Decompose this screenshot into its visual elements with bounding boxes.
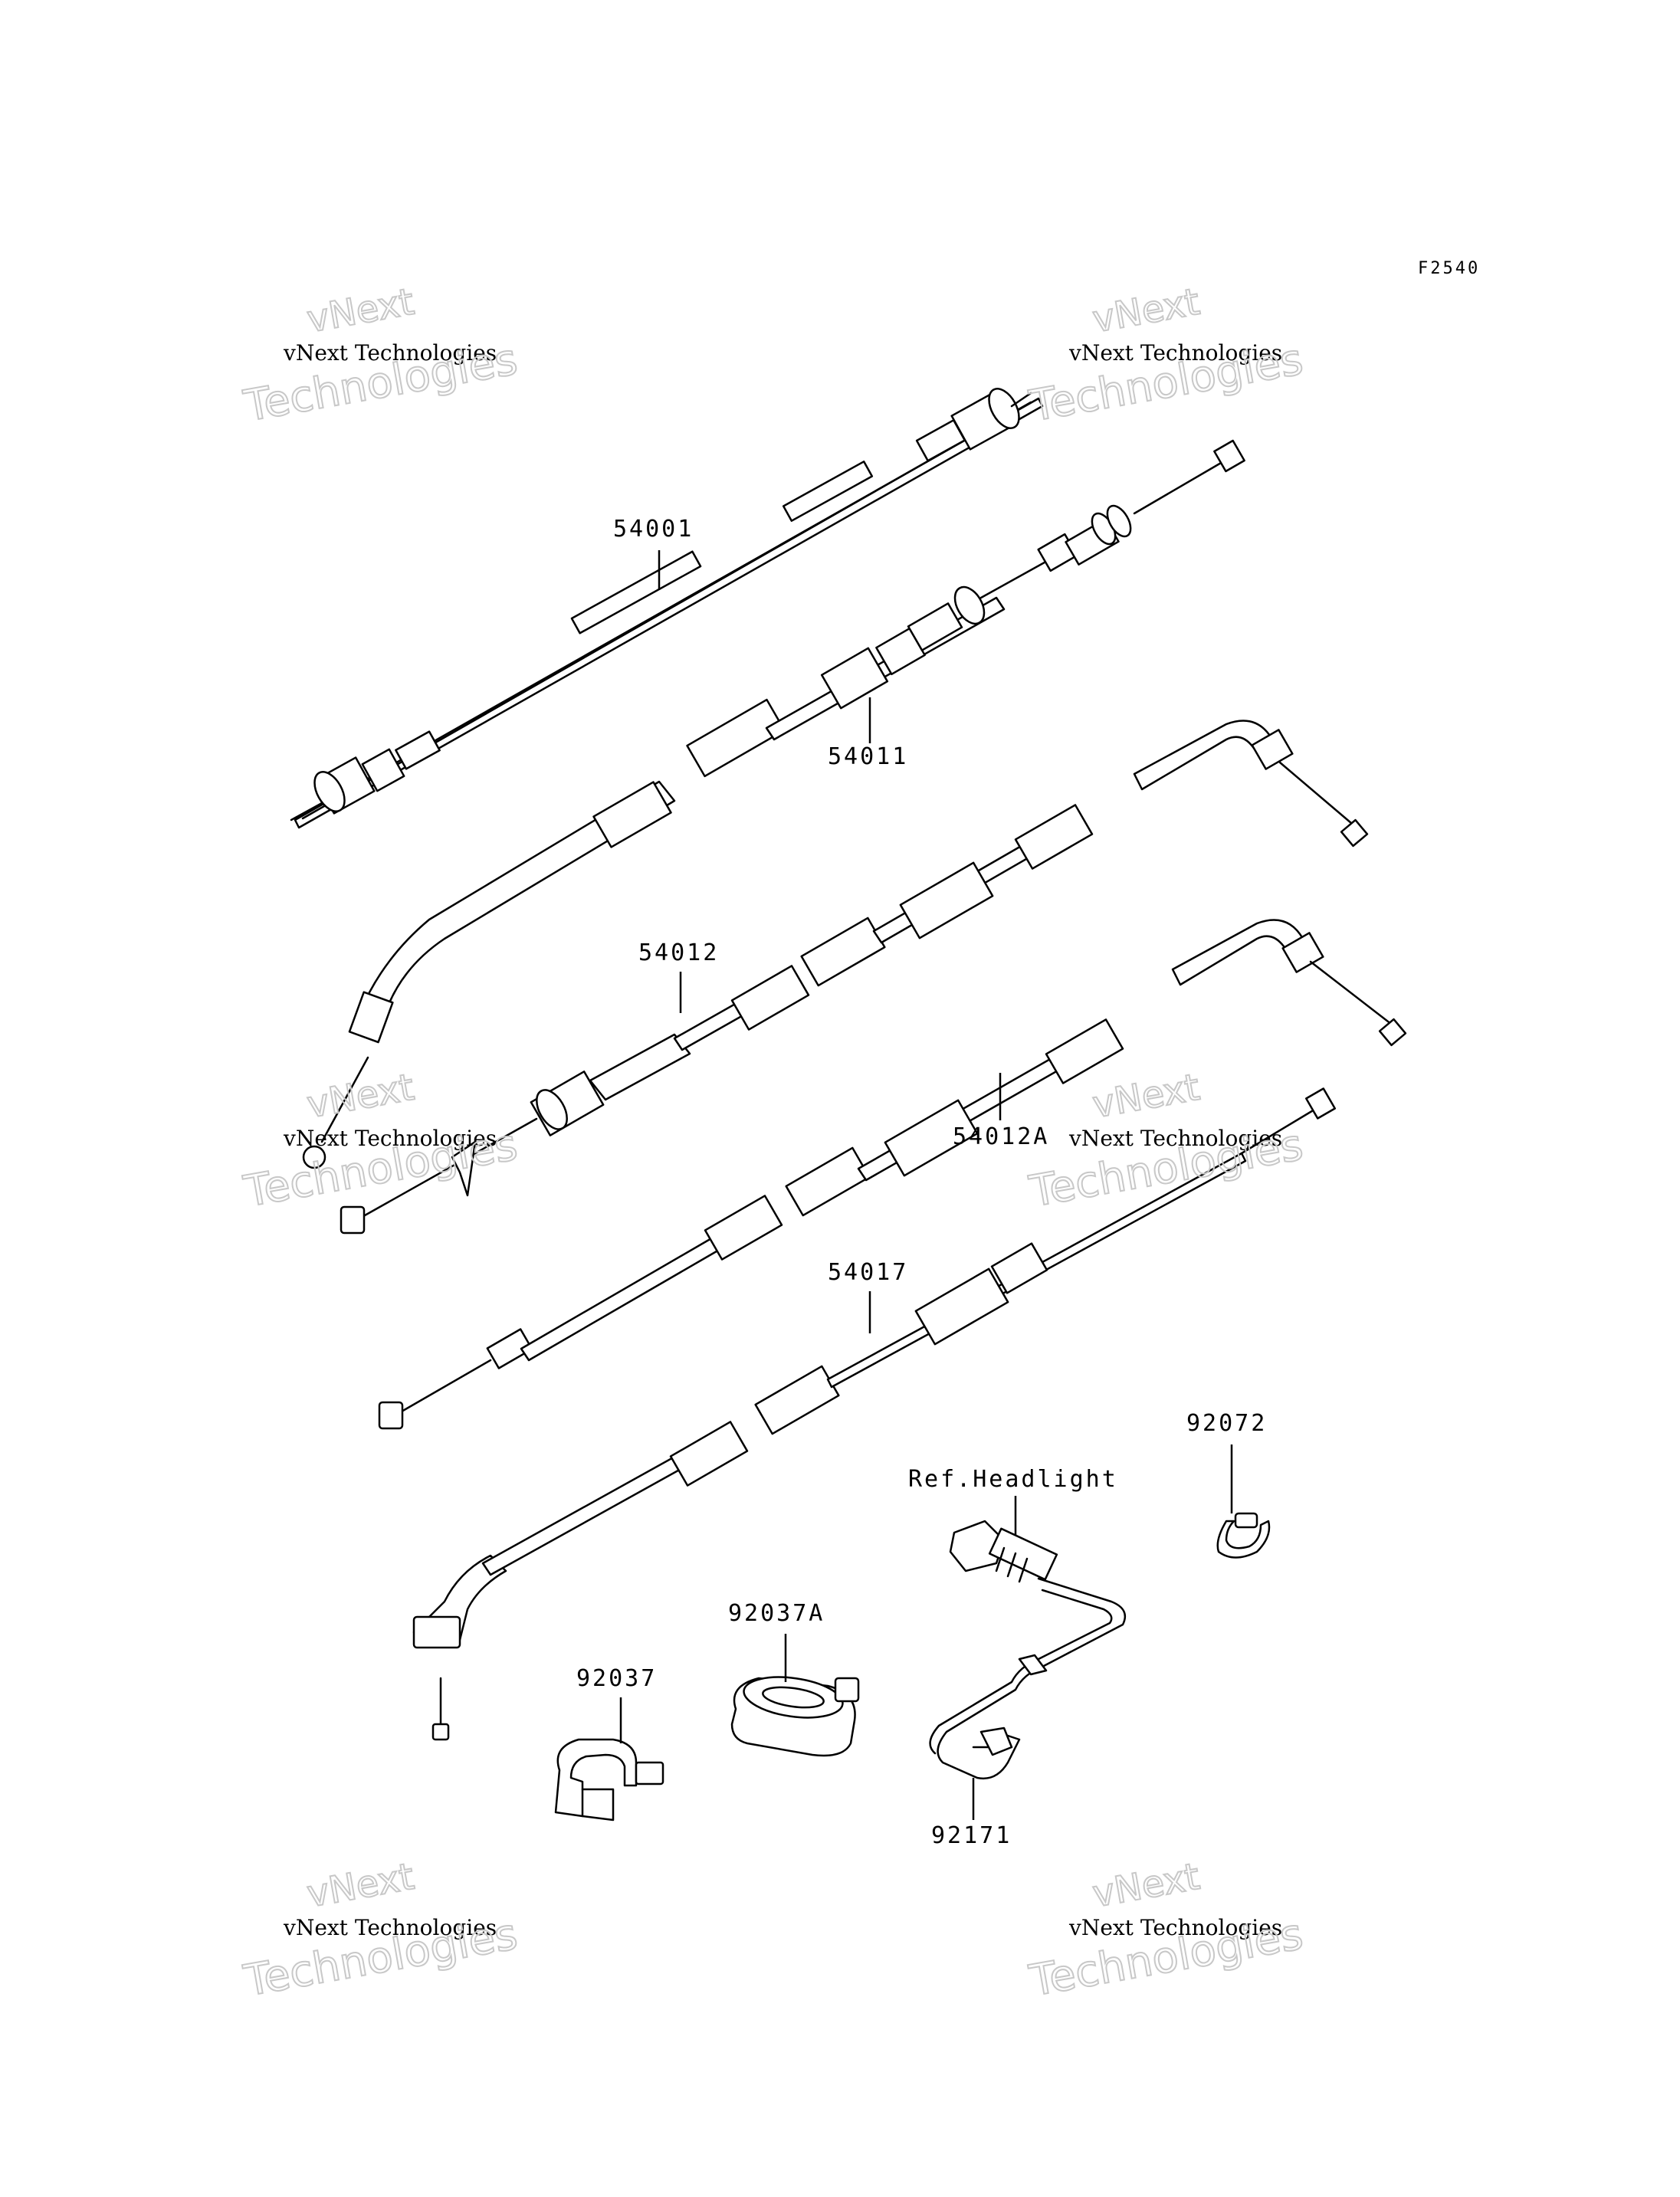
figure-code: F2540 [1418,259,1480,278]
svg-text:vNext: vNext [1090,1066,1203,1127]
grommet-92037A[interactable] [730,1671,860,1757]
cable-54012[interactable] [340,720,1369,1235]
svg-text:vNext: vNext [304,280,418,342]
watermark-6: vNext vNext Technologies Technologies [1025,1854,1308,2007]
bolt-headlight[interactable] [949,1520,1058,1583]
svg-text:vNext Technologies: vNext Technologies [283,1126,497,1151]
cable-54001[interactable] [290,384,1044,829]
clamp-92072[interactable] [1216,1512,1271,1559]
label-54012: 54012 [638,939,719,966]
clamp-92037[interactable] [554,1738,664,1822]
label-54012A: 54012A [953,1123,1049,1150]
cable-54017[interactable] [412,1087,1337,1741]
label-92171: 92171 [931,1822,1012,1849]
svg-text:vNext: vNext [304,1066,418,1127]
watermark-1: vNext vNext Technologies Technologies [239,280,522,432]
svg-text:vNext: vNext [1090,1855,1203,1917]
svg-text:vNext: vNext [304,1855,418,1917]
reference-note: Ref.Headlight [908,1466,1118,1493]
svg-text:vNext Technologies: vNext Technologies [283,1915,497,1940]
watermark-2: vNext vNext Technologies Technologies [1025,280,1308,432]
svg-text:vNext Technologies: vNext Technologies [1068,340,1282,366]
svg-text:vNext Technologies: vNext Technologies [1068,1915,1282,1940]
watermark-3: vNext vNext Technologies Technologies [239,1065,522,1218]
label-54017: 54017 [828,1259,908,1286]
label-54011: 54011 [828,743,908,770]
svg-text:vNext Technologies: vNext Technologies [283,340,497,366]
label-92072: 92072 [1186,1410,1267,1437]
cable-54011[interactable] [302,439,1245,1169]
label-92037: 92037 [576,1665,657,1692]
bracket-92171[interactable] [929,1577,1127,1780]
label-92037A: 92037A [728,1600,825,1627]
label-54001: 54001 [613,516,694,543]
watermark-5: vNext vNext Technologies Technologies [239,1854,522,2007]
cable-54012A[interactable] [378,919,1407,1430]
svg-text:vNext: vNext [1090,280,1203,342]
svg-text:vNext Technologies: vNext Technologies [1068,1126,1282,1151]
